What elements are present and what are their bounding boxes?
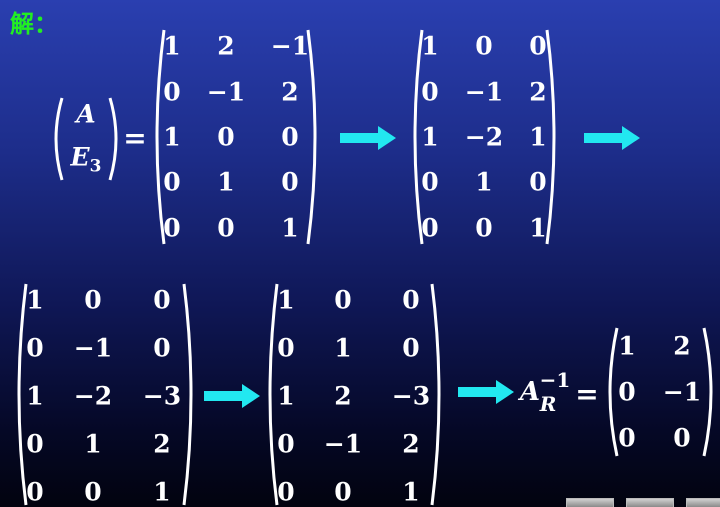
matrix-left-paren bbox=[17, 283, 28, 506]
left-paren bbox=[54, 97, 64, 181]
matrix-cell: 1 bbox=[421, 122, 439, 152]
result-base: A bbox=[519, 377, 541, 407]
matrix-cell: 0 bbox=[402, 333, 420, 363]
matrix-cell: −1 bbox=[73, 333, 113, 363]
matrix-cell: 0 bbox=[277, 333, 295, 363]
block-bottom: E3 bbox=[70, 142, 102, 177]
heading: 解： bbox=[10, 10, 58, 38]
matrix-cell: 0 bbox=[26, 333, 44, 363]
equals-sign: = bbox=[123, 121, 147, 155]
matrix-cell: 0 bbox=[281, 167, 299, 197]
matrix-cell: 1 bbox=[334, 333, 352, 363]
matrix-right-paren bbox=[430, 283, 441, 506]
matrix-cell: 1 bbox=[475, 167, 493, 197]
right-arrow-icon bbox=[584, 126, 640, 150]
matrix-cell: 0 bbox=[26, 429, 44, 459]
matrix-cell: 0 bbox=[421, 77, 439, 107]
right-arrow-icon bbox=[340, 126, 396, 150]
matrix-cell: 0 bbox=[163, 167, 181, 197]
matrix-left-paren bbox=[268, 283, 279, 506]
matrix-cell: 1 bbox=[281, 213, 299, 243]
matrix-cell: 1 bbox=[163, 122, 181, 152]
matrix-cell: 0 bbox=[217, 122, 235, 152]
matrix-cell: 0 bbox=[163, 213, 181, 243]
result-superscript: −1 bbox=[539, 368, 571, 392]
matrix-cell: 2 bbox=[153, 429, 171, 459]
matrix-cell: 1 bbox=[529, 122, 547, 152]
matrix-cell: 0 bbox=[217, 213, 235, 243]
block-top: A bbox=[76, 99, 96, 129]
matrix-cell: 0 bbox=[277, 477, 295, 507]
matrix-cell: 1 bbox=[217, 167, 235, 197]
matrix-cell: −1 bbox=[206, 77, 246, 107]
matrix-cell: 1 bbox=[402, 477, 420, 507]
matrix-cell: 0 bbox=[26, 477, 44, 507]
right-arrow-icon bbox=[458, 380, 514, 404]
matrix-cell: 0 bbox=[277, 429, 295, 459]
matrix-cell: 0 bbox=[334, 477, 352, 507]
matrix-cell: 0 bbox=[421, 213, 439, 243]
matrix-right-paren bbox=[545, 29, 556, 245]
matrix-cell: 0 bbox=[281, 122, 299, 152]
matrix-cell: 0 bbox=[475, 213, 493, 243]
matrix-cell: 0 bbox=[153, 285, 171, 315]
next-slide-button[interactable] bbox=[686, 498, 720, 507]
matrix-cell: −2 bbox=[464, 122, 504, 152]
matrix-cell: 1 bbox=[618, 331, 636, 361]
home-slide-button[interactable] bbox=[626, 498, 674, 507]
matrix-left-paren bbox=[155, 29, 166, 245]
matrix-cell: 0 bbox=[529, 167, 547, 197]
matrix-cell: 0 bbox=[529, 31, 547, 61]
matrix-cell: 0 bbox=[84, 477, 102, 507]
matrix-cell: 0 bbox=[402, 285, 420, 315]
matrix-cell: 0 bbox=[334, 285, 352, 315]
matrix-cell: 1 bbox=[84, 429, 102, 459]
matrix-right-paren bbox=[306, 29, 317, 245]
matrix-cell: 1 bbox=[26, 381, 44, 411]
matrix-cell: 0 bbox=[84, 285, 102, 315]
matrix-cell: 2 bbox=[281, 77, 299, 107]
matrix-left-paren bbox=[413, 29, 424, 245]
matrix-cell: 1 bbox=[26, 285, 44, 315]
matrix-cell: −1 bbox=[464, 77, 504, 107]
matrix-cell: −1 bbox=[270, 31, 310, 61]
matrix-cell: 0 bbox=[618, 377, 636, 407]
result-subscript: R bbox=[539, 392, 557, 416]
matrix-cell: −1 bbox=[662, 377, 702, 407]
matrix-cell: −3 bbox=[142, 381, 182, 411]
matrix-cell: 1 bbox=[421, 31, 439, 61]
matrix-right-paren bbox=[182, 283, 193, 506]
matrix-cell: 1 bbox=[277, 285, 295, 315]
matrix-cell: −1 bbox=[323, 429, 363, 459]
matrix-cell: 0 bbox=[421, 167, 439, 197]
matrix-cell: 2 bbox=[529, 77, 547, 107]
matrix-cell: 2 bbox=[402, 429, 420, 459]
matrix-cell: 2 bbox=[334, 381, 352, 411]
matrix-cell: 0 bbox=[163, 77, 181, 107]
matrix-cell: 0 bbox=[673, 423, 691, 453]
matrix-cell: 0 bbox=[153, 333, 171, 363]
matrix-cell: 1 bbox=[163, 31, 181, 61]
matrix-cell: 1 bbox=[153, 477, 171, 507]
right-paren bbox=[108, 97, 118, 181]
matrix-cell: −2 bbox=[73, 381, 113, 411]
result-equals-sign: = bbox=[575, 377, 599, 411]
matrix-cell: 2 bbox=[673, 331, 691, 361]
matrix-cell: 0 bbox=[475, 31, 493, 61]
matrix-cell: 1 bbox=[277, 381, 295, 411]
prev-slide-button[interactable] bbox=[566, 498, 614, 507]
matrix-right-paren bbox=[702, 327, 713, 457]
matrix-cell: 1 bbox=[529, 213, 547, 243]
matrix-cell: 2 bbox=[217, 31, 235, 61]
matrix-cell: 0 bbox=[618, 423, 636, 453]
matrix-left-paren bbox=[608, 327, 619, 457]
right-arrow-icon bbox=[204, 384, 260, 408]
matrix-cell: −3 bbox=[391, 381, 431, 411]
